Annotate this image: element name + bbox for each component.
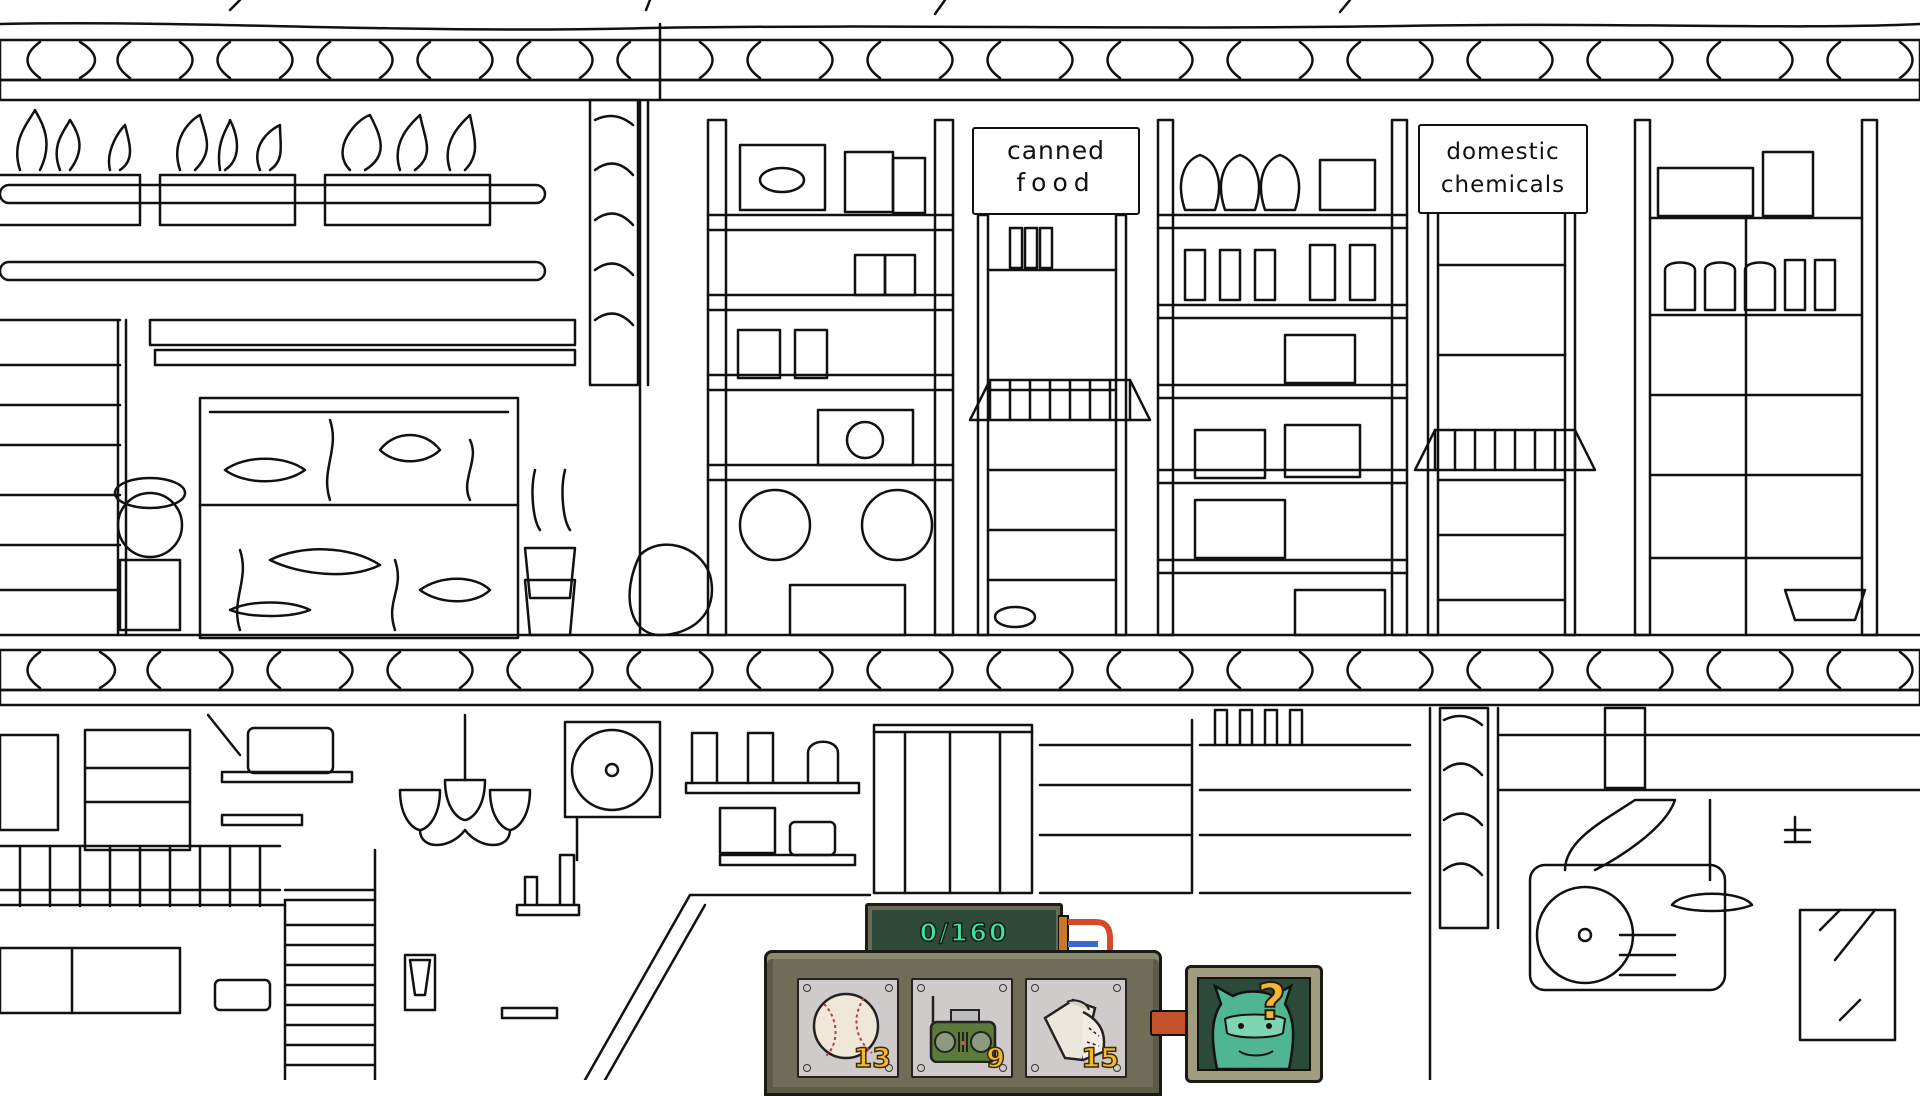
sign-line: canned: [1006, 136, 1105, 165]
greenhouse-room: [0, 98, 650, 640]
radio-icon: [929, 996, 997, 1063]
living-room: [0, 706, 1920, 1080]
inventory-slot-baseball[interactable]: 13: [797, 978, 899, 1078]
hint-screen: ?: [1197, 972, 1311, 1071]
radio-remaining-count: 9: [985, 1042, 1005, 1075]
sign-line: domestic: [1446, 139, 1560, 165]
baseball-icon: [812, 992, 880, 1060]
hint-cat-question-icon: [1211, 983, 1295, 1069]
store-room: [628, 118, 1879, 637]
inventory-slot-toilet-paper[interactable]: 15: [1025, 978, 1127, 1078]
toilet-paper-icon: [1043, 998, 1106, 1062]
toilet-paper-remaining-count: 15: [1081, 1042, 1120, 1075]
hint-question-mark: ?: [1256, 972, 1287, 1032]
baseball-remaining-count: 13: [853, 1042, 892, 1075]
found-counter-text: 0/160: [919, 917, 1009, 948]
inventory-panel: 13 9 15: [764, 950, 1162, 1096]
gardener-cat-character: [113, 476, 187, 632]
sign-canned-food: canned food: [972, 127, 1140, 215]
sign-domestic-chemicals: domestic chemicals: [1418, 124, 1588, 214]
inventory-slot-radio[interactable]: 9: [911, 978, 1013, 1078]
hint-button[interactable]: ?: [1185, 965, 1323, 1083]
ground-top: [0, 0, 1920, 31]
stone-band-middle: [0, 633, 1920, 707]
cable-decoration: [1057, 912, 1120, 954]
cat-shopkeepers-characters: [628, 488, 934, 637]
stone-band-upper: [0, 22, 1920, 102]
sign-line: food: [1016, 168, 1096, 197]
sign-line: chemicals: [1440, 172, 1566, 198]
